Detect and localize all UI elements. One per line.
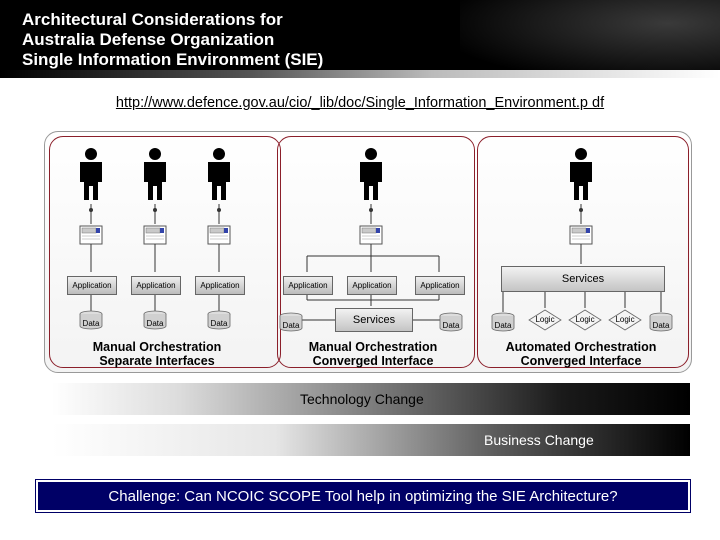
workstation-icon-5 bbox=[569, 225, 593, 245]
data-label-2: Data bbox=[146, 319, 164, 328]
title-line-1: Architectural Considerations for bbox=[22, 10, 283, 29]
data-label-7: Data bbox=[652, 321, 670, 330]
title-line-3: Single Information Environment (SIE) bbox=[22, 50, 324, 69]
user-icon-3 bbox=[208, 148, 230, 200]
caption-automated-orchestration: Automated Orchestration Converged Interf… bbox=[481, 340, 681, 368]
logic-shape-2 bbox=[568, 309, 602, 331]
title-line-2: Australia Defense Organization bbox=[22, 30, 275, 49]
caption-line: Manual Orchestration bbox=[308, 340, 438, 354]
banner-gradient-band bbox=[0, 70, 720, 78]
services-box-converged: Services bbox=[335, 308, 413, 332]
business-change-bar: Business Change bbox=[52, 424, 690, 456]
data-label-4: Data bbox=[282, 321, 300, 330]
data-label-3: Data bbox=[210, 319, 228, 328]
logic-label-1: Logic bbox=[535, 315, 555, 324]
panel-separate-interfaces bbox=[49, 136, 281, 368]
diagram-graphics bbox=[79, 148, 673, 332]
services-box-automated: Services bbox=[501, 266, 665, 292]
logic-label-2: Logic bbox=[575, 315, 595, 324]
caption-converged-interface: Manual Orchestration Converged Interface bbox=[273, 340, 473, 368]
workstation-icon-4 bbox=[359, 225, 383, 245]
caption-separate-interfaces: Manual Orchestration Separate Interfaces bbox=[57, 340, 257, 368]
logic-shape-1 bbox=[528, 309, 562, 331]
user-icon-2 bbox=[144, 148, 166, 200]
application-box-2: Application bbox=[131, 276, 181, 295]
application-box-6: Application bbox=[415, 276, 465, 295]
panel-converged-interface bbox=[277, 136, 475, 368]
workstation-icon-2 bbox=[143, 225, 167, 245]
caption-line: Converged Interface bbox=[520, 354, 642, 368]
page-title: Architectural Considerations for Austral… bbox=[22, 10, 323, 70]
application-box-1: Application bbox=[67, 276, 117, 295]
application-box-4: Application bbox=[283, 276, 333, 295]
workstation-icon-3 bbox=[207, 225, 231, 245]
caption-line: Automated Orchestration bbox=[505, 340, 657, 354]
logic-label-3: Logic bbox=[615, 315, 635, 324]
business-change-label: Business Change bbox=[484, 432, 594, 448]
technology-change-bar: Technology Change bbox=[52, 383, 690, 415]
user-icon-4 bbox=[360, 148, 382, 200]
caption-line: Separate Interfaces bbox=[99, 354, 215, 368]
logic-shape-3 bbox=[608, 309, 642, 331]
application-box-5: Application bbox=[347, 276, 397, 295]
source-link[interactable]: http://www.defence.gov.au/cio/_lib/doc/S… bbox=[115, 95, 605, 111]
data-label-5: Data bbox=[442, 321, 460, 330]
architecture-diagram: Application Application Application Appl… bbox=[44, 131, 692, 373]
application-box-3: Application bbox=[195, 276, 245, 295]
technology-change-label: Technology Change bbox=[300, 391, 424, 407]
data-label-1: Data bbox=[82, 319, 100, 328]
user-icon-5 bbox=[570, 148, 592, 200]
panel-automated-orchestration bbox=[477, 136, 689, 368]
challenge-banner: Challenge: Can NCOIC SCOPE Tool help in … bbox=[35, 479, 691, 513]
title-banner: Architectural Considerations for Austral… bbox=[0, 0, 720, 78]
caption-line: Manual Orchestration bbox=[92, 340, 222, 354]
workstation-icon-1 bbox=[79, 225, 103, 245]
data-label-6: Data bbox=[494, 321, 512, 330]
user-icon-1 bbox=[80, 148, 102, 200]
caption-line: Converged Interface bbox=[312, 354, 434, 368]
banner-glow bbox=[460, 0, 720, 78]
